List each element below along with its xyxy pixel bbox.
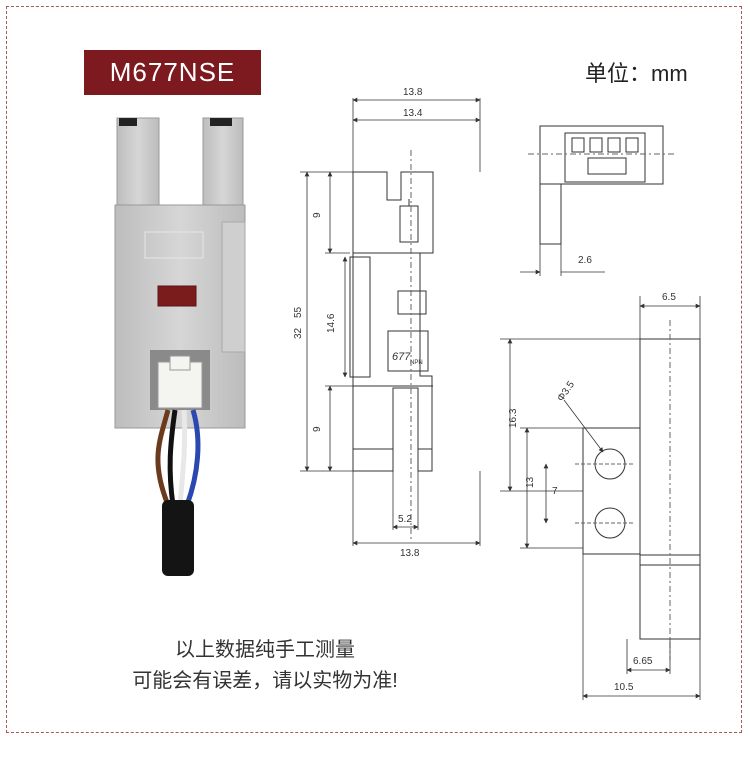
dim-side-bottom-inner: 6.65 — [633, 656, 653, 667]
dim-front-width-inner: 13.4 — [403, 108, 423, 119]
dim-middle-height: 14.6 — [326, 313, 337, 333]
dim-side-bottom-outer: 10.5 — [614, 682, 634, 693]
fork-arm-left — [116, 117, 160, 219]
top-view — [520, 125, 676, 276]
measurement-note-line1: 以上数据纯手工测量 — [175, 639, 355, 661]
dim-front-width-outer: 13.8 — [403, 87, 423, 98]
arm-tip-left — [119, 118, 137, 126]
wire-brown — [155, 409, 171, 506]
dim-slot-depth-top: 9 — [312, 212, 323, 218]
side-dimension-lines — [500, 296, 701, 700]
wire-black — [167, 409, 178, 506]
side-tab — [221, 221, 246, 353]
wire-blue — [184, 409, 201, 506]
indicator-led — [157, 285, 197, 307]
unit-label: 单位：mm — [585, 61, 688, 86]
front-dimension-lines — [300, 97, 481, 546]
dim-bottom-width: 13.8 — [400, 548, 420, 559]
wire-white — [177, 409, 188, 506]
dim-slot-width: 5.2 — [398, 514, 412, 525]
dim-side-width: 6.5 — [662, 292, 676, 303]
dim-hole-span: 13 — [525, 476, 536, 488]
sensor-photo — [114, 117, 246, 576]
cable-sheath — [162, 500, 194, 576]
sensor-type-mark: NPN — [410, 360, 423, 366]
front-view — [349, 150, 434, 540]
measurement-note-line2: 可能会有误差，请以实物为准! — [132, 670, 398, 692]
sensor-marking: 677 — [392, 351, 411, 363]
dim-total-height-a: 32 — [293, 327, 304, 339]
page-frame — [6, 6, 742, 733]
dim-side-offset: 2.6 — [578, 255, 592, 266]
dim-hole-diameter: Φ3.5 — [555, 379, 577, 404]
dim-hole-center: 7 — [552, 486, 558, 497]
fork-arm-right — [202, 117, 244, 219]
model-label: M677NSE — [84, 50, 261, 95]
dim-total-height-b: 55 — [293, 306, 304, 318]
embossed-logo — [144, 231, 204, 259]
dim-side-height: 16.3 — [508, 408, 519, 428]
dim-slot-depth-bottom: 9 — [312, 426, 323, 432]
arm-tip-right — [210, 118, 232, 126]
side-view — [575, 320, 701, 660]
